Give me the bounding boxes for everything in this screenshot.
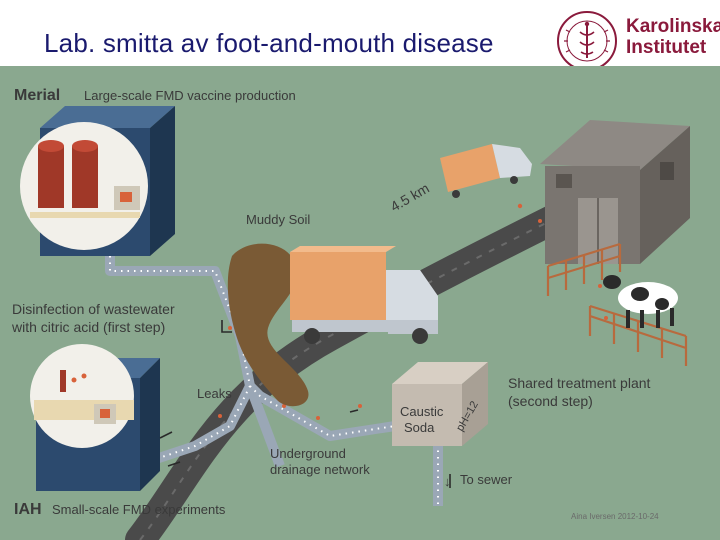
merial-name: Merial [14, 87, 60, 104]
barn [540, 120, 690, 264]
disinfection-label-line-2: with citric acid (first step) [11, 319, 165, 335]
small-truck [440, 144, 532, 198]
merial-lab [20, 106, 175, 256]
iah-lab [30, 344, 160, 491]
flow-arrows [159, 320, 451, 488]
underground-label-line-2: drainage network [270, 462, 370, 477]
fmd-diagram: Merial Large-scale FMD vaccine productio… [0, 66, 720, 540]
muddy-soil [227, 243, 309, 407]
merial-description: Large-scale FMD vaccine production [84, 88, 296, 103]
caustic-label-line-2: Soda [404, 420, 435, 435]
logo-line-2: Institutet [626, 37, 707, 58]
iah-zoom-circle [30, 344, 134, 448]
fence [546, 242, 688, 366]
slide-title: Lab. smitta av foot-and-mouth disease [44, 28, 494, 58]
slide-footer: Aina Iversen 2012-10-24 [571, 512, 659, 521]
logo-line-1: Karolinska [626, 16, 720, 37]
iah-description: Small-scale FMD experiments [52, 502, 226, 517]
sewer-arrow-icon: ↓ [444, 474, 451, 489]
treatment-plant-label-line-1: Shared treatment plant [508, 375, 651, 391]
iah-name: IAH [14, 501, 42, 518]
disinfection-label-line-1: Disinfection of wastewater [12, 301, 175, 317]
large-truck [290, 246, 438, 344]
treatment-plant [392, 362, 488, 446]
underground-label-line-1: Underground [270, 446, 346, 461]
cow [603, 275, 678, 328]
caustic-label-line-1: Caustic [400, 404, 444, 419]
road-edge [139, 215, 561, 540]
karolinska-logo: Karolinska Institutet [556, 10, 720, 72]
karolinska-wordmark: Karolinska Institutet [626, 16, 720, 58]
treatment-plant-label-line-2: (second step) [508, 393, 593, 409]
to-sewer-label: To sewer [460, 472, 513, 487]
karolinska-seal-icon [557, 11, 617, 71]
muddy-soil-label: Muddy Soil [246, 212, 310, 227]
leaks-label: Leaks [197, 386, 232, 401]
